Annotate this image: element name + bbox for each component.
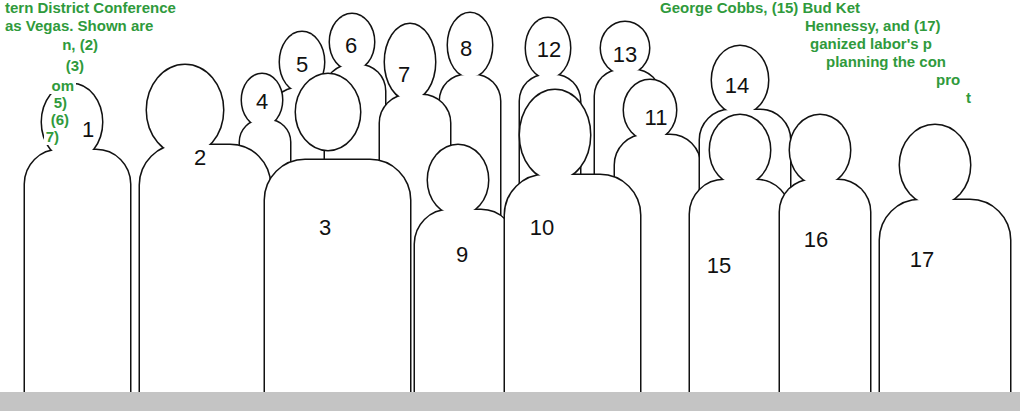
callout-number: 8	[460, 37, 472, 61]
caption-fragment: George Cobbs, (15) Bud Ket	[658, 0, 862, 17]
callout-number: 6	[345, 34, 357, 58]
caption-fragment: ganized labor's p	[808, 36, 934, 53]
caption-fragment: (6)	[49, 112, 71, 129]
callout-number: 3	[319, 216, 331, 240]
callout-number: 10	[530, 216, 554, 240]
callout-number: 17	[910, 248, 934, 272]
caption-fragment: pro	[934, 72, 962, 89]
caption-fragment: om	[50, 78, 77, 95]
caption-fragment: Hennessy, and (17)	[803, 18, 943, 35]
caption-fragment: 7)	[44, 129, 61, 146]
caption-fragment: 5)	[52, 95, 69, 112]
callout-number: 14	[725, 74, 749, 98]
caption-fragment: tern District Conference	[3, 0, 178, 17]
callout-number: 1	[82, 118, 94, 142]
caption-fragment: as Vegas. Shown are	[3, 18, 155, 35]
callout-number: 2	[194, 146, 206, 170]
callout-number: 15	[707, 254, 731, 278]
caption-fragment: planning the con	[824, 54, 948, 71]
callout-number: 9	[456, 243, 468, 267]
caption-fragment: t	[964, 90, 973, 107]
callout-number: 16	[804, 228, 828, 252]
callout-number: 4	[256, 90, 268, 114]
callout-number: 7	[398, 63, 410, 87]
caption-fragment: (3)	[64, 58, 86, 75]
callout-number: 13	[613, 43, 637, 67]
callout-number: 5	[296, 53, 308, 77]
callout-number: 12	[537, 38, 561, 62]
caption-fragment: n, (2)	[60, 37, 100, 54]
callout-number: 11	[645, 106, 668, 130]
